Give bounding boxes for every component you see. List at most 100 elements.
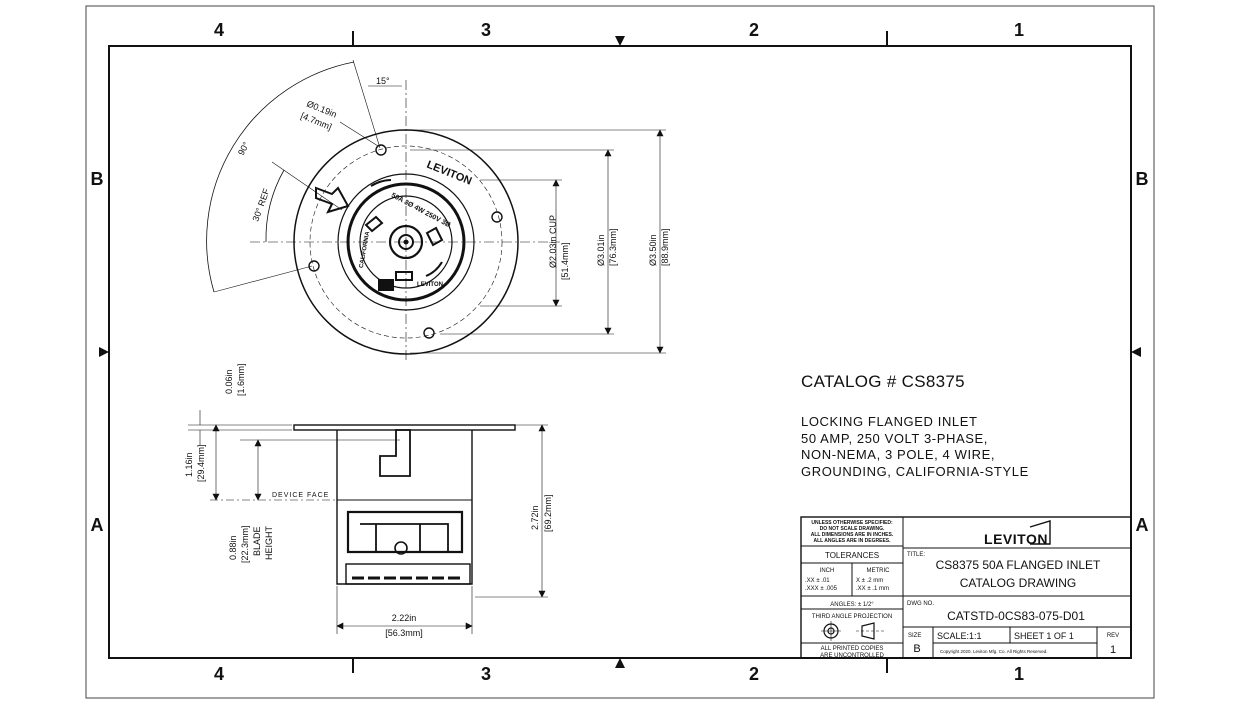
dim-cup-in: Ø2.03in CUP <box>548 215 558 268</box>
dim-body-width-mm: [56.3mm] <box>385 628 423 638</box>
tb-metric: METRIC <box>867 568 891 574</box>
contact-slots <box>364 179 444 291</box>
face-side-bottom: LEVITON <box>417 282 443 288</box>
tb-inch: INCH <box>820 568 835 574</box>
bolt-angle-arc <box>206 61 355 293</box>
pointer-arrow-icon <box>315 186 350 214</box>
tb-note-4: ALL ANGLES ARE IN DEGREES. <box>813 538 891 544</box>
dim-body-height-in: 2.72in <box>530 505 540 530</box>
tb-note-2: DO NOT SCALE DRAWING. <box>820 526 885 532</box>
dim-top-angle: 15° <box>376 76 390 86</box>
tb-note-3: ALL DIMENSIONS ARE IN INCHES. <box>811 532 894 538</box>
catalog-desc-line-1: LOCKING FLANGED INLET <box>801 414 978 429</box>
side-body-outline <box>336 430 473 585</box>
mount-hole-2 <box>491 211 503 223</box>
title-block: UNLESS OTHERWISE SPECIFIED: DO NOT SCALE… <box>800 516 1132 659</box>
dim-blade-label2: HEIGHT <box>264 525 274 560</box>
catalog-desc-line-2: 50 AMP, 250 VOLT 3-PHASE, <box>801 430 988 446</box>
dim-bolt-circle-in: Ø3.01in <box>596 234 606 266</box>
zone-col-bottom-2: 2 <box>749 664 759 684</box>
tb-inch-row-1: .XX ± .01 <box>805 578 830 584</box>
bolt-angle-ext-top <box>352 59 381 149</box>
zone-col-top-2: 2 <box>749 20 759 40</box>
side-terminal-detail <box>360 523 449 552</box>
front-view: LEVITON 50A 3Ø 4W 250V 3Ø CALIFORNIA LEV… <box>206 59 670 360</box>
tb-scale: SCALE:1:1 <box>937 631 982 641</box>
dim-bolt-circle-mm: [76.3mm] <box>608 228 618 266</box>
tb-title-label: TITLE: <box>907 552 925 558</box>
side-screw <box>394 541 408 555</box>
zone-row-right-a: A <box>1136 515 1149 535</box>
dim-cup-mm: [51.4mm] <box>560 242 570 280</box>
tb-tolerances: TOLERANCES <box>825 551 879 560</box>
tb-printed-1: ALL PRINTED COPIES <box>821 646 884 652</box>
mount-hole-3 <box>423 327 435 339</box>
ref-angle-ext <box>271 161 343 211</box>
catalog-desc-line-3: NON-NEMA, 3 POLE, 4 WIRE, <box>801 447 996 462</box>
tb-rev: 1 <box>1110 644 1116 656</box>
tb-copyright: Copyright 2020. Leviton Mfg. Co. All Rig… <box>940 649 1048 654</box>
tb-rev-label: REV <box>1107 633 1119 639</box>
tb-dwg-label: DWG NO. <box>907 601 934 607</box>
catalog-description: LOCKING FLANGED INLET 50 AMP, 250 VOLT 3… <box>801 414 1029 480</box>
ref-angle-arc <box>265 169 285 243</box>
dim-face-depth-in: 1.16in <box>184 452 194 477</box>
tb-dwg-no: CATSTD-0CS83-075-D01 <box>947 609 1085 623</box>
centerlines <box>250 80 560 360</box>
zone-col-top-3: 3 <box>481 20 491 40</box>
zone-col-bottom-1: 1 <box>1014 664 1024 684</box>
tb-logo: LEVITON <box>984 531 1048 547</box>
centering-arrows <box>99 36 1141 668</box>
dim-blade-in: 0.88in <box>228 535 238 560</box>
zone-col-bottom-4: 4 <box>214 664 224 684</box>
catalog-desc-line-4: GROUNDING, CALIFORNIA-STYLE <box>801 463 1029 479</box>
hole-leader <box>339 121 379 147</box>
tb-logo-mark <box>1029 520 1051 545</box>
bolt-angle-ext-bottom <box>213 265 313 293</box>
dim-bolt-angle: 90° <box>236 140 251 157</box>
projection-symbol-icon <box>821 621 884 641</box>
side-view: 0.06in [1.6mm] 1.16in [29.4mm] DEVICE FA… <box>184 363 553 638</box>
dim-body-width-in: 2.22in <box>392 613 417 623</box>
tb-metric-row-2: .XX ± .1 mm <box>856 586 889 592</box>
dim-thickness-in: 0.06in <box>224 369 234 394</box>
zone-row-left-b: B <box>91 169 104 189</box>
tb-metric-row-1: X ± .2 mm <box>856 578 883 584</box>
front-vertical-dims <box>410 129 666 354</box>
outer-border <box>85 5 1155 699</box>
dim-flange-in: Ø3.50in <box>648 234 658 266</box>
zone-col-top-4: 4 <box>214 20 224 40</box>
tb-note-1: UNLESS OTHERWISE SPECIFIED: <box>811 520 893 526</box>
dim-flange-mm: [88.9mm] <box>660 228 670 266</box>
tb-title-line-1: CS8375 50A FLANGED INLET <box>936 558 1101 572</box>
dim-ref-angle: 30° REF <box>250 187 271 223</box>
zone-ticks <box>352 31 888 673</box>
dim-blade-label1: BLADE <box>252 526 262 556</box>
dim-device-face: DEVICE FACE <box>272 492 329 499</box>
zone-col-top-1: 1 <box>1014 20 1024 40</box>
zone-row-right-b: B <box>1136 169 1149 189</box>
zone-row-left-a: A <box>91 515 104 535</box>
side-terminal-block <box>346 510 464 554</box>
tb-sheet: SHEET 1 OF 1 <box>1014 631 1074 641</box>
tb-size-label: SIZE <box>908 633 921 639</box>
tb-size: B <box>913 643 920 655</box>
catalog-number: CATALOG # CS8375 <box>801 372 965 391</box>
tb-angles: ANGLES: ± 1/2° <box>830 602 874 608</box>
tb-printed-2: ARE UNCONTROLLED <box>820 653 884 659</box>
mount-hole-4 <box>308 260 320 272</box>
dim-face-depth-mm: [29.4mm] <box>196 444 206 482</box>
zone-col-bottom-3: 3 <box>481 664 491 684</box>
side-contact <box>379 429 411 477</box>
tb-projection: THIRD ANGLE PROJECTION <box>812 614 892 620</box>
side-bottom-plate <box>345 563 471 585</box>
face-brand: LEVITON <box>425 159 474 188</box>
tb-title-line-2: CATALOG DRAWING <box>960 576 1076 590</box>
dim-blade-mm: [22.3mm] <box>240 525 250 563</box>
tb-inch-row-2: .XXX ± .005 <box>805 586 838 592</box>
side-dims <box>188 410 548 634</box>
dim-thickness-mm: [1.6mm] <box>236 363 246 396</box>
dim-body-height-mm: [69.2mm] <box>543 494 553 532</box>
mount-hole-1 <box>375 144 387 156</box>
